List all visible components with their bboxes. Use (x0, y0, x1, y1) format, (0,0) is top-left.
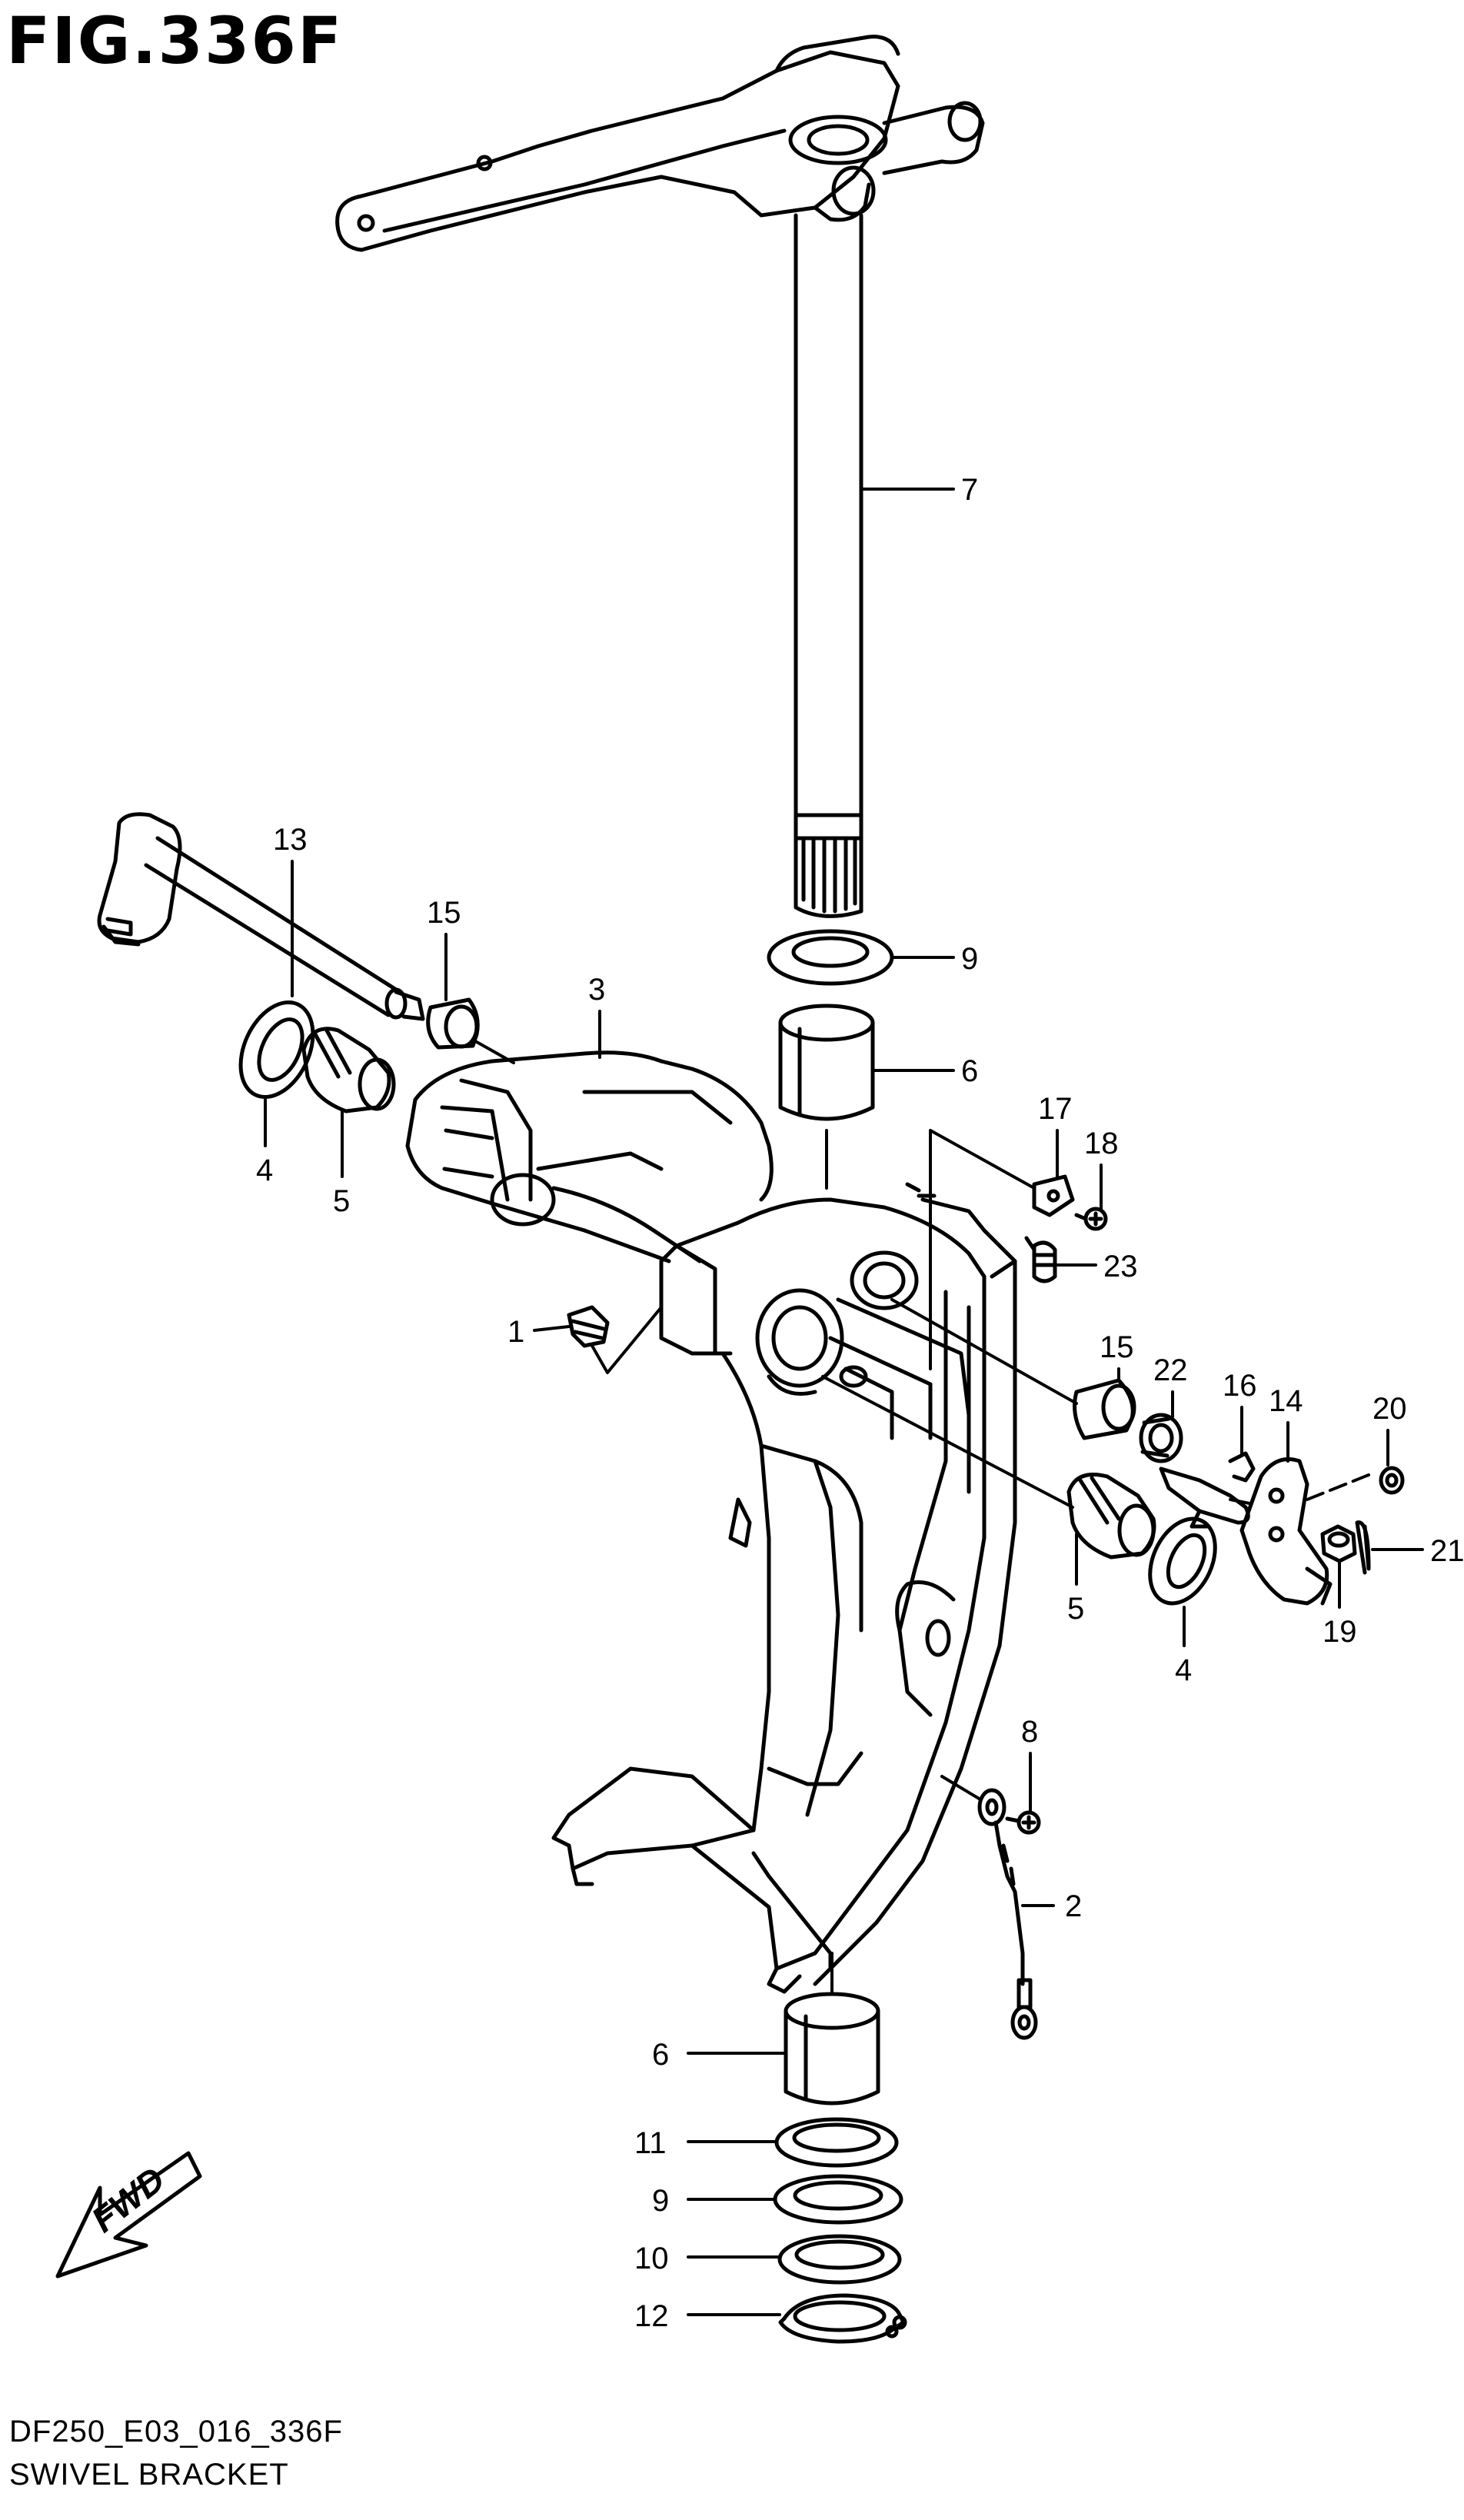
callout-6-lower: 6 (652, 2038, 669, 2072)
swivel-bracket (405, 1050, 1017, 1994)
callout-19: 19 (1323, 1615, 1357, 1649)
callout-6-upper: 6 (961, 1054, 978, 1088)
washer-upper (767, 929, 894, 986)
tilt-tube (97, 812, 425, 1021)
callout-18: 18 (1084, 1127, 1119, 1160)
callout-21: 21 (1430, 1534, 1464, 1568)
callout-7: 7 (961, 473, 978, 507)
callout-10: 10 (634, 2242, 669, 2275)
callout-15-left: 15 (427, 896, 461, 930)
bushing-15-right (1073, 1378, 1136, 1440)
leader-lines (264, 488, 1424, 2316)
circlip-12 (778, 2293, 907, 2344)
clip-17 (1032, 1174, 1075, 1217)
callout-14: 14 (1269, 1384, 1303, 1418)
callout-4-right: 4 (1175, 1653, 1192, 1687)
bolt-8 (1005, 1810, 1041, 1835)
callout-5-right: 5 (1067, 1592, 1084, 1626)
bushing-lower (784, 1992, 880, 2106)
figure-title: FIG.336F (6, 3, 344, 78)
washer-20 (1379, 1466, 1405, 1495)
washer-11 (774, 2117, 899, 2168)
callout-17: 17 (1038, 1092, 1073, 1126)
callout-9-upper: 9 (961, 942, 978, 976)
steering-arm (335, 35, 985, 252)
steering-shaft (794, 213, 863, 918)
bushing-15-left (426, 997, 480, 1050)
fwd-arrow: FWD (55, 2151, 202, 2279)
callout-9-lower: 9 (652, 2184, 669, 2218)
callout-1: 1 (507, 1315, 524, 1349)
callout-12: 12 (634, 2299, 669, 2333)
callout-2: 2 (1065, 1889, 1082, 1923)
bush-22 (1139, 1413, 1183, 1463)
cotter-pin-21 (1355, 1520, 1371, 1575)
nut-19 (1320, 1524, 1357, 1563)
callout-13: 13 (273, 823, 308, 857)
callout-3: 3 (588, 973, 605, 1007)
bushing-5-left (301, 1027, 396, 1114)
callout-8: 8 (1021, 1715, 1038, 1749)
bushing-upper (778, 1004, 875, 1121)
callout-20: 20 (1372, 1392, 1407, 1426)
callout-labels: 7 9 6 13 15 3 4 5 1 17 18 23 15 22 16 14… (256, 473, 1464, 2333)
callout-22: 22 (1153, 1353, 1188, 1387)
screw-18 (1074, 1207, 1108, 1231)
figure-code: DF250_E03_016_336F (9, 2415, 343, 2448)
callout-4-left: 4 (256, 1153, 273, 1187)
spring-23 (1024, 1236, 1057, 1283)
washer-9-lower (773, 2174, 903, 2225)
callout-15-right: 15 (1100, 1330, 1134, 1364)
lever-14 (1239, 1457, 1333, 1606)
callout-16: 16 (1223, 1369, 1257, 1403)
callout-5-left: 5 (333, 1184, 350, 1218)
ground-wire (977, 1788, 1038, 2040)
callout-23: 23 (1103, 1250, 1138, 1283)
lever-16 (1159, 1451, 1256, 1529)
washer-10 (777, 2234, 902, 2285)
grease-nipple (567, 1305, 610, 1348)
figure-name: SWIVEL BRACKET (9, 2458, 289, 2492)
bushing-5-right (1066, 1473, 1156, 1560)
washer-4-right (1148, 1516, 1217, 1606)
washer-4-left (238, 1000, 315, 1100)
callout-11: 11 (634, 2126, 667, 2160)
